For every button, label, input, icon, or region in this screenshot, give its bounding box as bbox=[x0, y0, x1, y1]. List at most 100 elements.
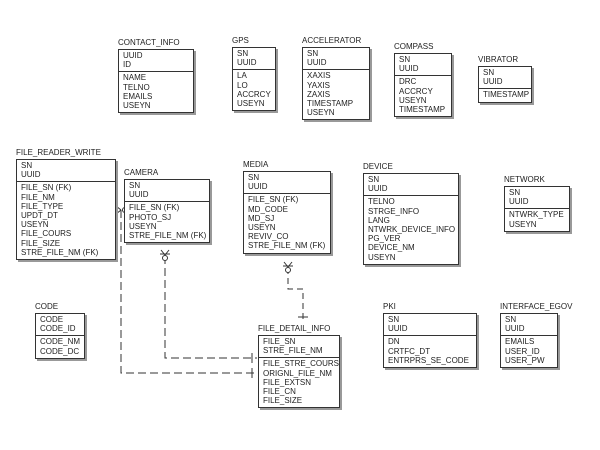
attributes: LA LO ACCRCY USEYN bbox=[233, 70, 275, 110]
attribute-field: STRE_FILE_NM (FK) bbox=[129, 231, 207, 241]
attribute-field: FILE_CN bbox=[263, 387, 296, 397]
entity-title: NETWORK bbox=[504, 175, 545, 184]
entity-title: COMPASS bbox=[394, 42, 434, 51]
attributes: FILE_SN (FK) MD_CODE MD_SJ USEYN REVIV_C… bbox=[244, 194, 330, 252]
attribute-field: ACCRCY bbox=[237, 89, 271, 99]
attributes: NAME TELNO EMAILS USEYN bbox=[119, 72, 193, 112]
key-field: FILE_SN bbox=[263, 337, 296, 346]
attribute-field: XAXIS bbox=[307, 71, 331, 81]
key-field: SN bbox=[248, 173, 260, 182]
attribute-field: FILE_SN (FK) bbox=[248, 195, 299, 205]
attribute-field: DRC bbox=[399, 77, 417, 87]
entity-title: INTERFACE_EGOV bbox=[500, 302, 573, 311]
key-field: STRE_FILE_NM bbox=[263, 346, 323, 356]
entity-media[interactable]: MEDIA SN UUID FILE_SN (FK) MD_CODE MD_SJ… bbox=[243, 160, 331, 254]
entity-interface-egov[interactable]: INTERFACE_EGOV SN UUID EMAILS USER_ID US… bbox=[500, 302, 573, 369]
attribute-field: NTWRK_TYPE bbox=[509, 210, 564, 220]
key-field: UUID bbox=[388, 324, 408, 334]
entity-device[interactable]: DEVICE SN UUID TELNO STRGE_INFO LANG NTW… bbox=[363, 162, 459, 265]
attribute-field: FILE_NM bbox=[21, 192, 55, 202]
key-field: UUID bbox=[248, 182, 268, 192]
attribute-field: USEYN bbox=[123, 101, 151, 111]
entity-title: ACCELERATOR bbox=[302, 36, 362, 45]
attribute-field: FILE_SIZE bbox=[21, 238, 61, 248]
attributes: NTWRK_TYPE USEYN bbox=[505, 209, 569, 230]
attribute-field: PG_VER bbox=[368, 234, 401, 244]
attribute-field: FILE_TYPE bbox=[21, 201, 64, 211]
attribute-field: TIMESTAMP bbox=[399, 105, 446, 115]
attribute-field: NAME bbox=[123, 73, 147, 83]
primary-keys: SN UUID bbox=[303, 48, 369, 71]
entity-file-reader-write[interactable]: FILE_READER_WRITE SN UUID FILE_SN (FK) F… bbox=[16, 148, 116, 261]
entity-accelerator[interactable]: ACCELERATOR SN UUID XAXIS YAXIS ZAXIS TI… bbox=[302, 36, 370, 121]
attribute-field: USEYN bbox=[399, 95, 427, 105]
attribute-field: TIMESTAMP bbox=[307, 99, 354, 109]
primary-keys: SN UUID bbox=[395, 54, 451, 77]
attributes: TIMESTAMP bbox=[479, 89, 531, 101]
primary-keys: SN UUID bbox=[364, 174, 458, 197]
key-field: UUID bbox=[505, 324, 525, 334]
key-field: UUID bbox=[21, 170, 41, 180]
attribute-field: STRE_FILE_NM (FK) bbox=[248, 241, 326, 251]
key-field: SN bbox=[509, 188, 521, 197]
key-field: UUID bbox=[129, 190, 149, 200]
entity-gps[interactable]: GPS SN UUID LA LO ACCRCY USEYN bbox=[232, 36, 276, 112]
entity-file-detail-info[interactable]: FILE_DETAIL_INFO FILE_SN STRE_FILE_NM FI… bbox=[258, 324, 340, 409]
entity-title: GPS bbox=[232, 36, 249, 45]
key-field: SN bbox=[237, 49, 249, 58]
attributes: DN CRTFC_DT ENTRPRS_SE_CODE bbox=[384, 336, 476, 367]
attribute-field: EMAILS bbox=[505, 337, 535, 347]
primary-keys: SN UUID bbox=[505, 187, 569, 210]
attribute-field: FILE_SN (FK) bbox=[21, 183, 72, 193]
primary-keys: FILE_SN STRE_FILE_NM bbox=[259, 336, 339, 359]
attributes: FILE_SN (FK) PHOTO_SJ USEYN STRE_FILE_NM… bbox=[125, 202, 209, 242]
attribute-field: LANG bbox=[368, 215, 390, 225]
entity-pki[interactable]: PKI SN UUID DN CRTFC_DT ENTRPRS_SE_CODE bbox=[383, 302, 477, 369]
entity-contact-info[interactable]: CONTACT_INFO UUID ID NAME TELNO EMAILS U… bbox=[118, 38, 194, 114]
entity-title: FILE_DETAIL_INFO bbox=[258, 324, 331, 333]
key-field: SN bbox=[483, 68, 495, 77]
key-field: ID bbox=[123, 60, 131, 70]
key-field: SN bbox=[399, 55, 411, 64]
attribute-field: USEYN bbox=[248, 223, 276, 233]
attribute-field: USER_PW bbox=[505, 355, 545, 365]
entity-title: DEVICE bbox=[363, 162, 393, 171]
attribute-field: FILE_COURS bbox=[21, 229, 72, 239]
entity-vibrator[interactable]: VIBRATOR SN UUID TIMESTAMP bbox=[478, 55, 532, 103]
attributes: XAXIS YAXIS ZAXIS TIMESTAMP USEYN bbox=[303, 70, 369, 119]
attribute-field: NTWRK_DEVICE_INFO bbox=[368, 225, 456, 235]
key-field: SN bbox=[307, 49, 319, 58]
entity-network[interactable]: NETWORK SN UUID NTWRK_TYPE USEYN bbox=[504, 175, 570, 232]
attribute-field: CRTFC_DT bbox=[388, 346, 431, 356]
entity-camera[interactable]: CAMERA SN UUID FILE_SN (FK) PHOTO_SJ USE… bbox=[124, 168, 210, 244]
attribute-field: USEYN bbox=[307, 108, 335, 118]
crowfoot-camera bbox=[160, 249, 170, 261]
key-field: SN bbox=[21, 161, 33, 170]
attribute-field: LO bbox=[237, 80, 248, 90]
attribute-field: STRGE_INFO bbox=[368, 206, 420, 216]
entity-title: MEDIA bbox=[243, 160, 269, 169]
attribute-field: ENTRPRS_SE_CODE bbox=[388, 355, 469, 365]
entity-title: CODE bbox=[35, 302, 59, 311]
entity-title: CONTACT_INFO bbox=[118, 38, 180, 47]
key-field: SN bbox=[505, 315, 517, 324]
relationship-camera bbox=[164, 256, 257, 359]
attribute-field: LA bbox=[237, 71, 247, 81]
attribute-field: DEVICE_NM bbox=[368, 243, 415, 253]
entity-compass[interactable]: COMPASS SN UUID DRC ACCRCY USEYN TIMESTA… bbox=[394, 42, 452, 118]
attribute-field: ACCRCY bbox=[399, 86, 433, 96]
primary-keys: SN UUID bbox=[501, 314, 557, 337]
key-field: SN bbox=[368, 175, 380, 184]
attribute-field: USEYN bbox=[129, 221, 157, 231]
attribute-field: REVIV_CO bbox=[248, 232, 289, 242]
key-field: UUID bbox=[368, 184, 388, 194]
attributes: DRC ACCRCY USEYN TIMESTAMP bbox=[395, 76, 451, 116]
key-field: UUID bbox=[483, 77, 503, 87]
attribute-field: FILE_EXTSN bbox=[263, 377, 312, 387]
entity-title: CAMERA bbox=[124, 168, 159, 177]
relationship-media bbox=[287, 268, 304, 322]
attribute-field: USEYN bbox=[509, 219, 537, 229]
key-field: SN bbox=[129, 181, 141, 190]
entity-code[interactable]: CODE CODE CODE_ID CODE_NM CODE_DC bbox=[35, 302, 85, 359]
attribute-field: TELNO bbox=[368, 197, 395, 207]
